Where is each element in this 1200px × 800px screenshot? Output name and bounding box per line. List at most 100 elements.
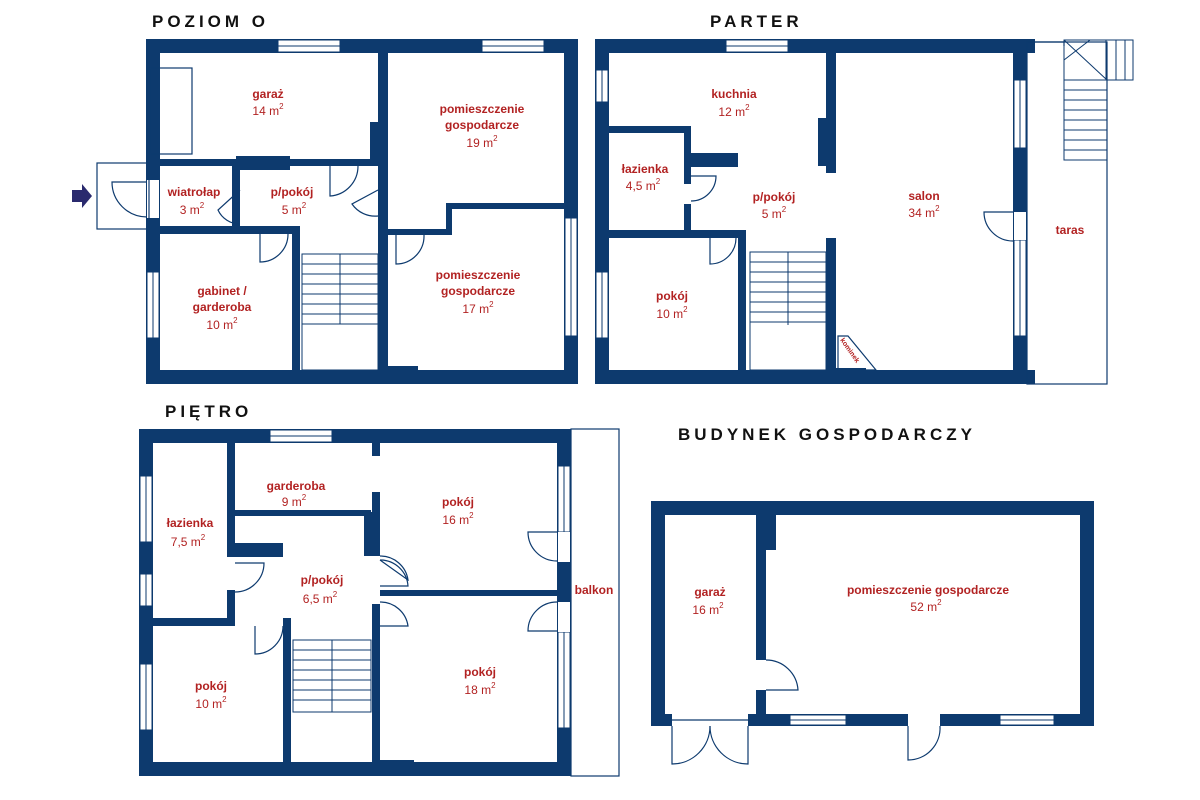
wall: [651, 501, 665, 726]
wall: [380, 590, 557, 596]
room-pokoj-10-parter-area: 10 m2: [656, 305, 688, 321]
room-pokoj-10-parter-name: pokój: [656, 289, 688, 303]
room-pomieszczenie-17-name-1: pomieszczenie: [436, 268, 521, 282]
room-pokoj-18-area: 18 m2: [464, 681, 496, 697]
wall: [146, 370, 578, 384]
room-pomieszczenie-17-area: 17 m2: [462, 300, 494, 316]
room-ppokoj-65-name: p/pokój: [301, 573, 344, 587]
room-garaz-name: garaż: [252, 87, 283, 101]
staircase: [749, 251, 827, 371]
room-garderoba-9-area: 9 m2: [282, 493, 307, 509]
wall: [235, 510, 371, 516]
door: [690, 175, 717, 202]
door: [765, 659, 799, 691]
room-lazienka-45-name: łazienka: [622, 162, 669, 176]
room-wiatrolap-name: wiatrołap: [167, 185, 221, 199]
wall: [236, 156, 290, 170]
wall: [826, 53, 836, 173]
wall: [370, 122, 388, 162]
room-pomieszczenie-19-area: 19 m2: [466, 134, 498, 150]
entrance-arrow-icon: [72, 184, 92, 208]
title-budynek: BUDYNEK GOSPODARCZY: [678, 425, 976, 444]
wall: [446, 203, 564, 209]
door: [379, 559, 409, 587]
wall: [139, 429, 571, 443]
room-lazienka-75-area: 7,5 m2: [171, 533, 206, 549]
wall: [227, 443, 235, 543]
room-pokoj-10-pietro-area: 10 m2: [195, 695, 227, 711]
wall: [380, 760, 414, 768]
door: [527, 531, 558, 562]
room-pomieszczenie-19-name-2: gospodarcze: [445, 118, 519, 132]
wall: [372, 604, 380, 762]
door: [709, 237, 737, 265]
wall: [595, 39, 1035, 53]
door: [217, 189, 241, 225]
plan-budynek-gospodarczy: garaż 16 m2 pomieszczenie gospodarcze 52…: [651, 501, 1094, 765]
wall: [139, 762, 571, 776]
wall: [378, 53, 388, 370]
title-poziom-0: POZIOM O: [152, 12, 269, 31]
wall: [1080, 501, 1094, 726]
wall: [684, 126, 691, 184]
wall: [756, 550, 766, 660]
room-ppokoj-65-area: 6,5 m2: [303, 590, 338, 606]
balcony: [570, 428, 620, 777]
room-ppokoj-5-parter-name: p/pokój: [753, 190, 796, 204]
plan-parter: kominek kuchnia 12 m2 łazienka: [595, 39, 1134, 385]
wall: [766, 515, 776, 550]
wall: [446, 203, 452, 231]
room-pomieszczenie-17-name-2: gospodarcze: [441, 284, 515, 298]
door: [379, 555, 409, 582]
garage-door: [149, 67, 193, 155]
room-gabinet-name-1: gabinet /: [197, 284, 247, 298]
door: [259, 233, 289, 263]
door: [254, 625, 284, 655]
wall: [227, 590, 235, 618]
wall: [756, 515, 766, 550]
title-pietro: PIĘTRO: [165, 402, 252, 421]
room-gabinet-name-2: garderoba: [193, 300, 252, 314]
room-pokoj-10-pietro-name: pokój: [195, 679, 227, 693]
door: [395, 234, 425, 265]
door: [351, 189, 379, 217]
room-garaz-16-name: garaż: [694, 585, 725, 599]
room-pomieszczenie-52-area: 52 m2: [910, 598, 942, 614]
room-balkon-name: balkon: [575, 583, 614, 597]
staircase: [292, 639, 372, 713]
room-ppokoj-5-name: p/pokój: [271, 185, 314, 199]
wall: [609, 126, 691, 133]
terrace: [1026, 41, 1108, 385]
room-ppokoj-5-parter-area: 5 m2: [762, 205, 787, 221]
staircase: [301, 253, 379, 371]
room-wiatrolap-area: 3 m2: [180, 201, 205, 217]
room-pomieszczenie-52-name: pomieszczenie gospodarcze: [847, 583, 1009, 597]
door: [234, 562, 265, 593]
room-gabinet-area: 10 m2: [206, 316, 238, 332]
wall: [609, 230, 739, 238]
room-garderoba-9-name: garderoba: [267, 479, 326, 493]
wall: [690, 153, 738, 167]
wall: [232, 166, 240, 226]
wall: [160, 226, 300, 234]
plan-poziom-0: garaż 14 m2 pomieszczenie gospodarcze 19…: [72, 39, 578, 384]
wall: [738, 230, 746, 370]
room-salon-name: salon: [908, 189, 939, 203]
wall: [283, 618, 291, 762]
door: [527, 601, 558, 632]
room-lazienka-75-name: łazienka: [167, 516, 214, 530]
room-kominek-name: kominek: [838, 337, 860, 364]
door: [983, 211, 1014, 242]
wall: [146, 39, 578, 53]
wall: [684, 204, 691, 230]
room-kuchnia-area: 12 m2: [718, 103, 750, 119]
room-salon-area: 34 m2: [908, 204, 940, 220]
room-garaz-16-area: 16 m2: [692, 601, 724, 617]
title-parter: PARTER: [710, 12, 803, 31]
outdoor-staircase: [1063, 39, 1134, 161]
wall: [651, 501, 1094, 515]
entrance-porch: [96, 162, 150, 230]
wall: [227, 543, 283, 557]
wall: [153, 618, 235, 626]
door: [379, 601, 409, 627]
